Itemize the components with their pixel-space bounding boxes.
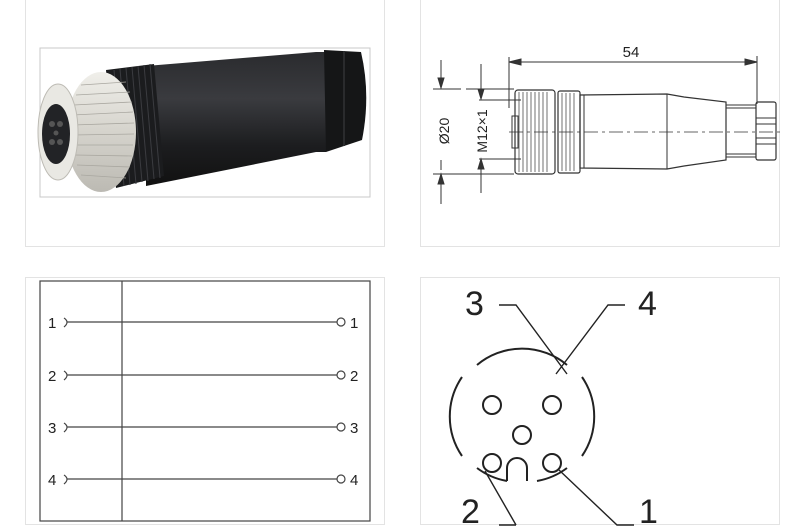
pinout-panel: 3 4 2 1 [420, 277, 780, 526]
pin-label-4: 4 [638, 285, 657, 323]
wire-4: 4 4 [48, 472, 358, 489]
pin-2 [482, 453, 502, 473]
connector-photo [37, 47, 371, 198]
svg-text:4: 4 [350, 472, 358, 489]
product-photo-panel [25, 0, 385, 247]
svg-text:4: 4 [48, 472, 56, 489]
pinout-diagram: 3 4 2 1 [448, 285, 658, 526]
pin-3 [482, 395, 502, 415]
thread-label: M12×1 [474, 109, 490, 152]
wiring-diagram-panel: 1 1 2 2 3 3 4 4 [25, 277, 385, 525]
pin-label-2: 2 [461, 493, 480, 526]
length-dimension-label: 54 [623, 44, 640, 61]
pin-label-1: 1 [639, 493, 658, 526]
svg-text:3: 3 [350, 420, 358, 437]
pin-4 [542, 395, 562, 415]
svg-text:3: 3 [48, 420, 56, 437]
wire-3: 3 3 [48, 420, 358, 437]
pin-label-3: 3 [465, 285, 484, 323]
pin-5-center [512, 425, 532, 445]
pin-1 [542, 453, 562, 473]
wiring-diagram: 1 1 2 2 3 3 4 4 [39, 280, 371, 522]
dimension-drawing: 54 Ø20 M12×1 [433, 44, 781, 204]
diameter-label: Ø20 [436, 118, 452, 145]
svg-text:1: 1 [48, 315, 56, 332]
wire-1: 1 1 [48, 315, 358, 332]
svg-text:2: 2 [350, 368, 358, 385]
svg-text:1: 1 [350, 315, 358, 332]
svg-text:2: 2 [48, 368, 56, 385]
dimension-drawing-panel: 54 Ø20 M12×1 [420, 0, 781, 247]
wire-2: 2 2 [48, 368, 358, 385]
